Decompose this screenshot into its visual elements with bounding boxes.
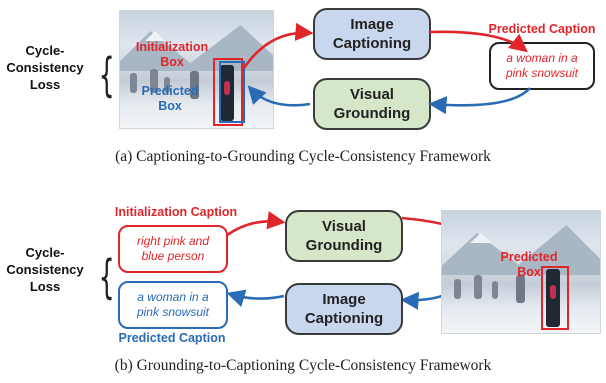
predicted-caption-box-b: a woman in a pink snowsuit [118, 281, 228, 329]
predicted-box-a [219, 61, 245, 123]
predicted-box-b [541, 266, 569, 330]
cycle-consistency-loss-label-b: Cycle- Consistency Loss [6, 245, 84, 294]
image-captioning-box-a: Image Captioning [313, 8, 431, 60]
ski-photo-b [441, 210, 601, 334]
visual-grounding-box-a: Visual Grounding [313, 78, 431, 130]
arrow-grounding-to-photo-a [247, 85, 311, 107]
loss-line-2: Consistency [6, 60, 84, 75]
arrow-captioning-to-pred-caption-b [226, 289, 285, 307]
ski-photo-a [119, 10, 274, 129]
predicted-box-label-a: Predicted Box [141, 84, 199, 113]
visual-grounding-box-b: Visual Grounding [285, 210, 403, 262]
predicted-caption-title-b: Predicted Caption [118, 331, 226, 345]
brace-icon-b: { [98, 250, 115, 304]
predicted-caption-box-a: a woman in a pink snowsuit [489, 42, 595, 90]
arrow-init-caption-to-grounding-b [225, 211, 286, 238]
arrow-photo-to-captioning-a [242, 22, 314, 69]
figure-caption-a: (a) Captioning-to-Grounding Cycle-Consis… [115, 148, 491, 165]
initialization-caption-box-b: right pink and blue person [118, 225, 228, 273]
initialization-box-label-a: Initialization Box [135, 40, 209, 69]
arrow-captioning-to-caption-a [429, 30, 528, 53]
loss-line-1: Cycle- [25, 43, 65, 58]
cycle-consistency-loss-label-a: Cycle- Consistency Loss [0, 42, 90, 93]
initialization-box-a [213, 58, 243, 126]
loss-line-3: Loss [29, 77, 61, 92]
arrow-caption-to-grounding-a [428, 87, 531, 115]
image-captioning-box-b: Image Captioning [285, 283, 403, 335]
predicted-caption-title-a: Predicted Caption [488, 22, 596, 36]
figure-caption-b: (b) Grounding-to-Captioning Cycle-Consis… [114, 357, 492, 374]
initialization-caption-title-b: Initialization Caption [114, 205, 238, 219]
predicted-box-label-b: Predicted Box [500, 250, 558, 279]
brace-icon-a: { [98, 48, 115, 102]
